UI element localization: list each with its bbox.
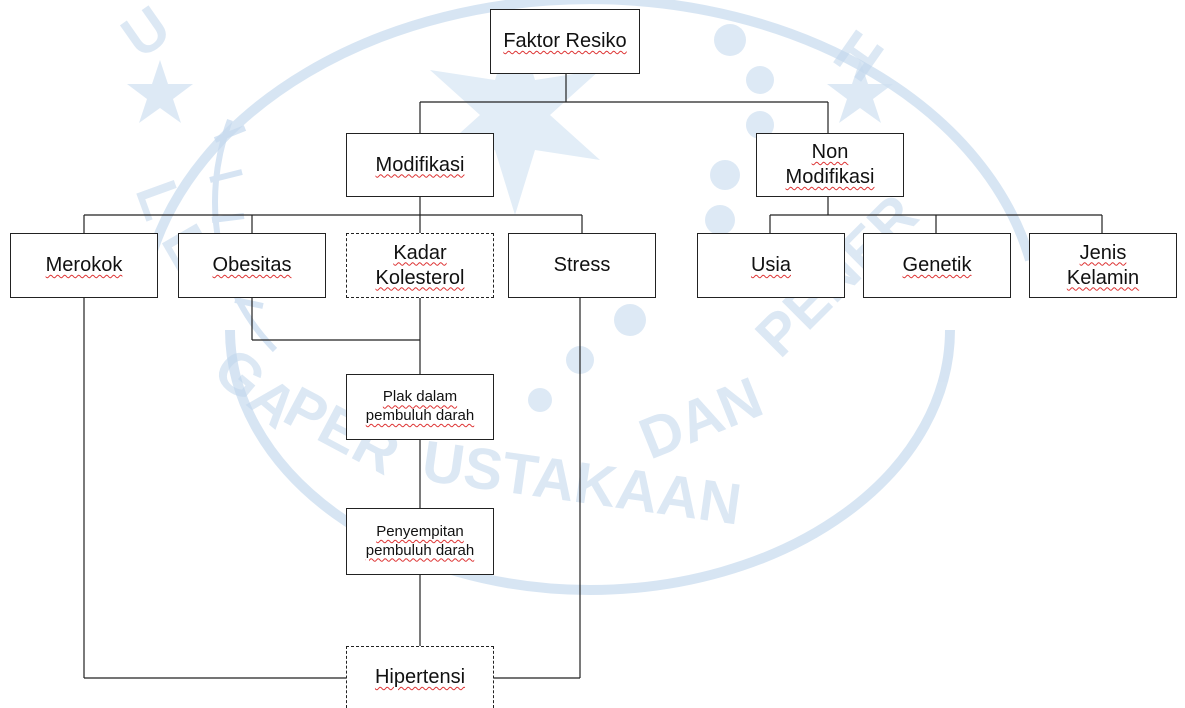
node-stress: Stress	[508, 233, 656, 298]
node-modifikasi: Modifikasi	[346, 133, 494, 197]
node-jenis-kelamin-label: Jenis Kelamin	[1066, 241, 1140, 289]
node-genetik-label: Genetik	[902, 254, 972, 276]
node-penyempitan: Penyempitan pembuluh darah	[346, 508, 494, 575]
node-penyempitan-label: Penyempitan pembuluh darah	[365, 522, 475, 559]
node-usia-label: Usia	[750, 254, 791, 276]
node-stress-label: Stress	[553, 254, 611, 276]
node-faktor-resiko-label: Faktor Resiko	[503, 30, 627, 52]
node-non-modifikasi-label: Non Modifikasi	[785, 141, 875, 188]
node-faktor-resiko: Faktor Resiko	[490, 9, 640, 74]
node-plak-label: Plak dalam pembuluh darah	[365, 388, 475, 424]
node-obesitas-label: Obesitas	[212, 254, 292, 276]
node-genetik: Genetik	[863, 233, 1011, 298]
node-hipertensi-label: Hipertensi	[374, 666, 466, 688]
node-hipertensi: Hipertensi	[346, 646, 494, 708]
node-modifikasi-label: Modifikasi	[375, 153, 465, 176]
node-merokok-label: Merokok	[45, 254, 123, 276]
node-usia: Usia	[697, 233, 845, 298]
node-jenis-kelamin: Jenis Kelamin	[1029, 233, 1177, 298]
node-plak: Plak dalam pembuluh darah	[346, 374, 494, 440]
node-merokok: Merokok	[10, 233, 158, 298]
node-kadar-kolesterol-label: Kadar Kolesterol	[375, 241, 465, 289]
node-obesitas: Obesitas	[178, 233, 326, 298]
node-non-modifikasi: Non Modifikasi	[756, 133, 904, 197]
node-kadar-kolesterol: Kadar Kolesterol	[346, 233, 494, 298]
